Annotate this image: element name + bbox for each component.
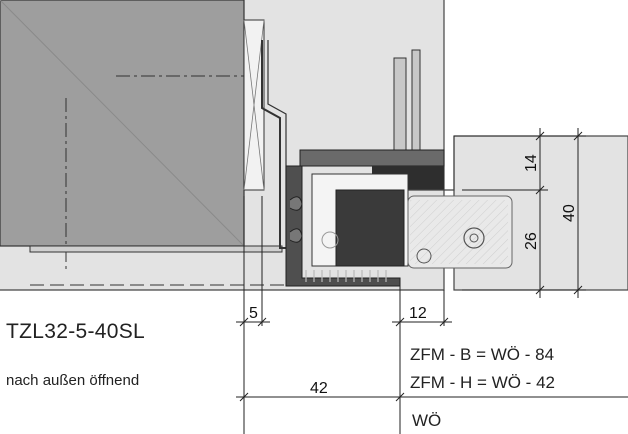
formula-width: ZFM - B = WÖ - 84 [410,345,555,364]
frame-upright [393,57,407,151]
formula-height: ZFM - H = WÖ - 42 [410,373,555,392]
opening-direction-label: nach außen öffnend [6,372,140,389]
frame-fins [305,270,387,282]
frame-loops [289,196,303,243]
hinge-block [335,189,405,267]
dimension-lines [236,128,628,434]
hinge-pin-3 [321,231,339,249]
jamb-outline [408,136,455,191]
hinge-pin-1-inner [469,233,479,243]
dim-42: 42 [310,380,328,397]
hinge-pin-2 [416,248,432,264]
frame-top-lip [299,149,445,167]
dim-40: 40 [561,204,578,222]
hinge-hatch [410,200,508,264]
dim-12: 12 [409,305,427,322]
dim-14: 14 [523,154,540,172]
clear-opening-label: WÖ [412,411,442,430]
bottom-plate [29,245,283,253]
frame-body [285,165,401,287]
door-edge-cross [243,19,265,191]
frame-upright-2 [411,49,421,151]
dim-26: 26 [523,232,540,250]
model-label: TZL32-5-40SL [6,320,146,343]
dim-5: 5 [249,305,258,322]
bent-sheet [261,40,290,249]
hinge-pin-1 [463,227,485,249]
door-leaf-diagonal [0,0,245,247]
